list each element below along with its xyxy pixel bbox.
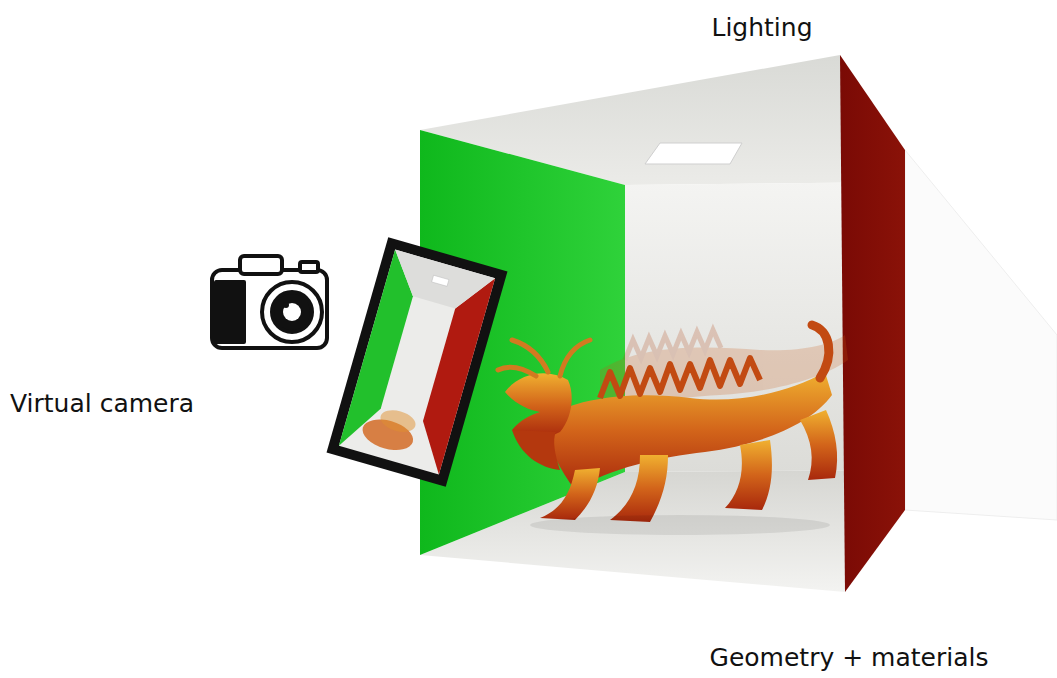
lighting-label: Lighting — [711, 13, 812, 43]
red-wall — [840, 55, 905, 592]
area-light — [645, 143, 742, 164]
image-plane — [327, 237, 508, 487]
camera-label: Virtual camera — [10, 389, 194, 419]
box-exterior — [905, 150, 1057, 520]
geometry-label: Geometry + materials — [710, 643, 989, 673]
dragon-model — [498, 325, 837, 535]
camera-icon — [212, 256, 327, 348]
